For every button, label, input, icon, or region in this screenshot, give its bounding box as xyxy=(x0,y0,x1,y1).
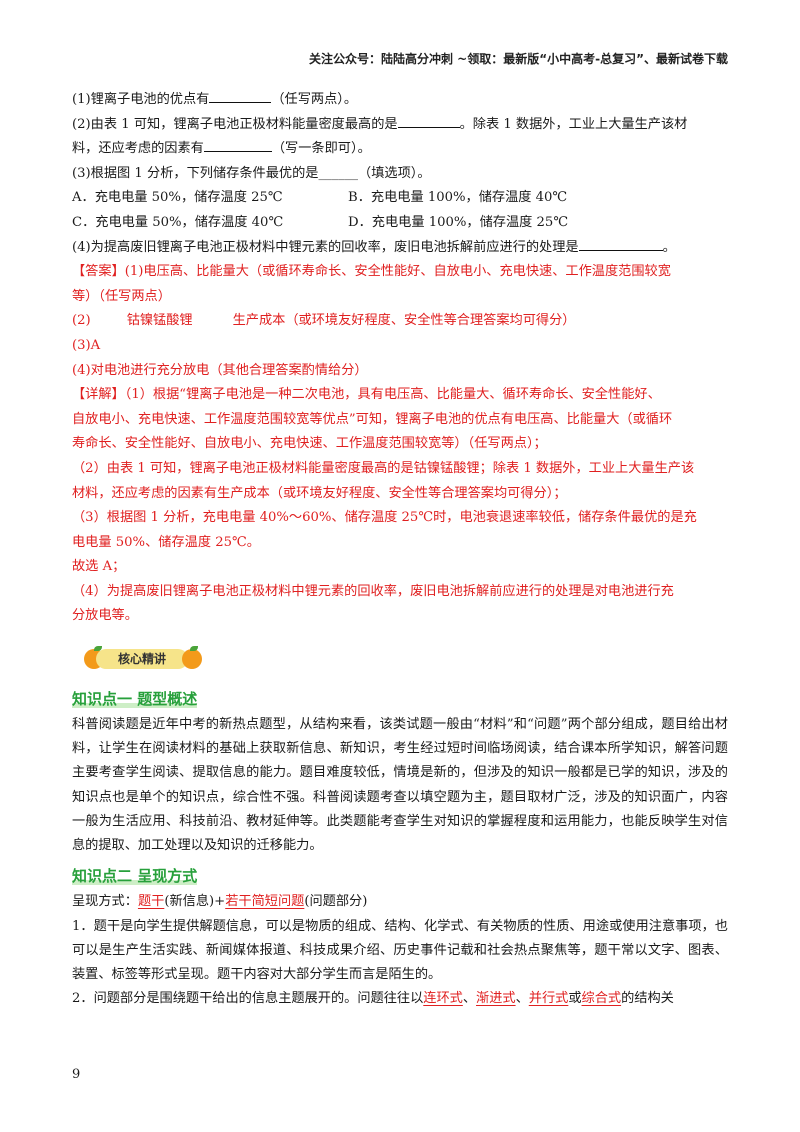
answer-line-5: (4)对电池进行充分放电（其他合理答案酌情给分） xyxy=(72,362,368,378)
detail-line: 寿命长、安全性能好、自放电小、充电快速、工作温度范围较宽等）（任写两点）； xyxy=(72,436,547,452)
option-a: A．充电电量 50%，储存温度 25℃ xyxy=(72,190,283,206)
question-2-line-1: (2)由表 1 可知，锂离子电池正极材料能量密度最高的是 。除表 1 数据外，工业… xyxy=(72,113,728,138)
core-section-banner: 核心精讲 xyxy=(80,643,202,673)
intro-stem: 题干 xyxy=(137,894,165,910)
intro-mid: (新信息)+ xyxy=(164,894,226,910)
answer-blank xyxy=(397,113,460,128)
detail-line: 故选 A； xyxy=(72,559,126,575)
orange-icon xyxy=(182,649,202,670)
option-c: C．充电电量 50%，储存温度 40℃ xyxy=(72,214,284,230)
answer-line-2: 等）（任写两点） xyxy=(72,288,171,304)
option-b: B．充电电量 100%，储存温度 40℃ xyxy=(348,190,568,206)
detail-line: （4）为提高废旧锂离子电池正极材料中锂元素的回收率，废旧电池拆解前应进行的处理是… xyxy=(72,583,674,599)
q4-text: (4)为提高废旧锂离子电池正极材料中锂元素的回收率，废旧电池拆解前应进行的处理是 xyxy=(72,239,579,255)
knowledge-point-2-title: 知识点二 呈现方式 xyxy=(72,862,198,890)
detail-line: 【详解】（1）根据“锂离子电池是一种二次电池，具有电压高、比能量大、循环寿命长、… xyxy=(72,387,661,403)
q4-text-end: 。 xyxy=(662,239,676,255)
answer-blank xyxy=(209,88,272,103)
knowledge-point-1-title: 知识点一 题型概述 xyxy=(72,685,198,713)
question-3-stem: (3)根据图 1 分析，下列储存条件最优的是______（填选项）。 xyxy=(72,165,431,181)
detail-line: 材料，还应考虑的因素有生产成本（或环境友好程度、安全性等合理答案均可得分）； xyxy=(72,485,567,501)
q2-text: (2)由表 1 可知，锂离子电池正极材料能量密度最高的是 xyxy=(72,116,398,132)
answer-blank xyxy=(578,236,663,251)
option-d: D．充电电量 100%，储存温度 25℃ xyxy=(348,214,569,230)
answer-line-1: 【答案】(1)电压高、比能量大（或循环寿命长、安全性能好、自放电小、充电快速、工… xyxy=(72,264,671,280)
detail-line: 自放电小、充电快速、工作温度范围较宽等优点”可知，锂离子电池的优点有电压高、比能… xyxy=(72,411,673,427)
intro-questions: 若干简短问题 xyxy=(225,894,305,910)
options-row-2: C．充电电量 50%，储存温度 40℃ D．充电电量 100%，储存温度 25℃ xyxy=(72,211,728,236)
answer-blank xyxy=(203,137,272,153)
answer-line-4: (3)A xyxy=(72,337,101,353)
q1-text-end: （任写两点）。 xyxy=(271,92,358,107)
detail-line: （2）由表 1 可知，锂离子电池正极材料能量密度最高的是钴镍锰酸锂；除表 1 数… xyxy=(72,460,695,476)
options-row-1: A．充电电量 50%，储存温度 25℃ B．充电电量 100%，储存温度 40℃ xyxy=(72,186,728,211)
p2-sep: 、 xyxy=(515,991,529,1007)
page-number: 9 xyxy=(72,1067,81,1082)
banner-label: 核心精讲 xyxy=(96,649,188,670)
detail-line: 分放电等。 xyxy=(72,608,138,624)
answer-part-b: 生产成本（或环境友好程度、安全性等合理答案均可得分） xyxy=(232,313,576,329)
q2-text-2: 料，还应考虑的因素有 xyxy=(72,141,204,157)
p2-term: 渐进式 xyxy=(476,991,516,1007)
presentation-intro: 呈现方式：题干(新信息)+若干简短问题(问题部分) xyxy=(72,890,728,915)
answer-part-a: 钴镍锰酸锂 xyxy=(126,313,193,329)
q1-text: (1)锂离子电池的优点有 xyxy=(72,92,210,107)
p2-sep: 或 xyxy=(568,991,582,1007)
page-header: 关注公众号：陆陆高分冲刺 ~领取：最新版“小中高考-总复习”、最新试卷下载 xyxy=(309,52,728,66)
leaf-icon xyxy=(190,646,198,652)
answer-num: (2) xyxy=(72,313,91,329)
intro-end: (问题部分) xyxy=(304,894,368,910)
p2-term: 并行式 xyxy=(528,991,569,1007)
intro-label: 呈现方式： xyxy=(72,894,138,910)
q2-text-cont: 。除表 1 数据外，工业上大量生产该材 xyxy=(459,116,688,132)
detail-line: （3）根据图 1 分析，充电电量 40%～60%、储存温度 25℃时，电池衰退速… xyxy=(72,510,697,526)
p2-term: 综合式 xyxy=(581,991,622,1007)
question-2-line-2: 料，还应考虑的因素有 （写一条即可）。 xyxy=(72,137,728,162)
answer-line-3: (2) 钴镍锰酸锂 生产成本（或环境友好程度、安全性等合理答案均可得分） xyxy=(72,309,728,334)
p2-text: 2．问题部分是围绕题干给出的信息主题展开的。问题往往以 xyxy=(72,991,424,1007)
p2-sep: 、 xyxy=(462,991,477,1007)
knowledge-point-1-body: 科普阅读题是近年中考的新热点题型，从结构来看，该类试题一般由“材料”和“问题”两… xyxy=(72,717,728,854)
p2-term: 连环式 xyxy=(423,991,463,1007)
leaf-icon xyxy=(94,646,102,652)
detail-line: 电电量 50%、储存温度 25℃。 xyxy=(72,534,260,550)
presentation-point-1: 1．题干是向学生提供解题信息，可以是物质的组成、结构、化学式、有关物质的性质、用… xyxy=(72,918,728,983)
q2-text-end: （写一条即可）。 xyxy=(271,141,371,157)
question-4: (4)为提高废旧锂离子电池正极材料中锂元素的回收率，废旧电池拆解前应进行的处理是… xyxy=(72,236,728,261)
presentation-point-2: 2．问题部分是围绕题干给出的信息主题展开的。问题往往以连环式、渐进式、并行式或综… xyxy=(72,987,728,1012)
page-content: (1)锂离子电池的优点有 （任写两点）。 (2)由表 1 可知，锂离子电池正极材料… xyxy=(72,88,728,1012)
question-1: (1)锂离子电池的优点有 （任写两点）。 xyxy=(72,88,728,113)
p2-text-end: 的结构关 xyxy=(621,991,674,1007)
